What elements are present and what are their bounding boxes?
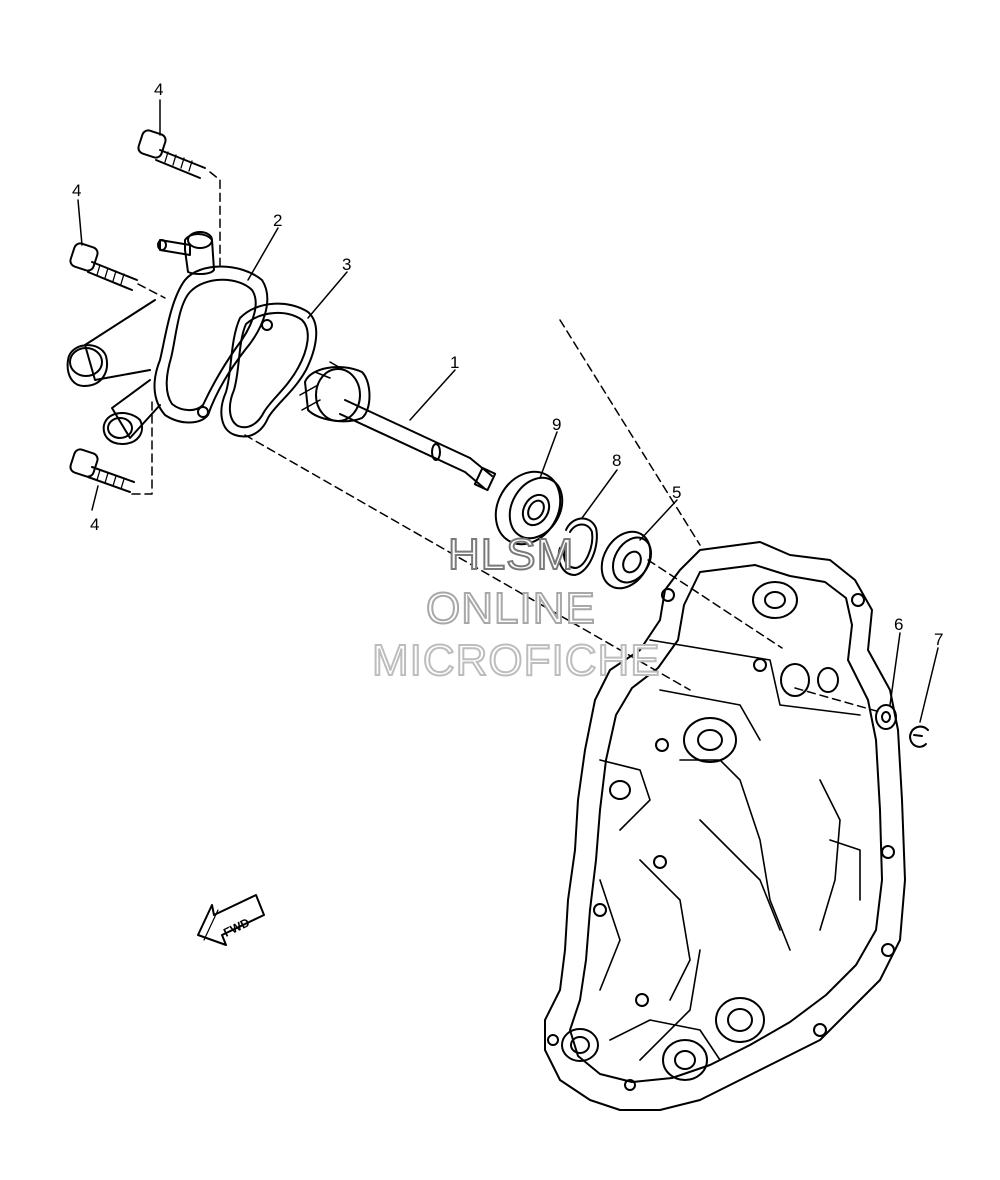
impeller-shaft: [299, 361, 497, 492]
callout-labels: 4 4 4 2 3 1 9 8 5 6 7: [72, 80, 943, 649]
bolt-middle: [69, 242, 138, 291]
callout-e-clip: 7: [934, 630, 943, 649]
callout-circlip: 8: [612, 451, 621, 470]
bolt-top: [137, 129, 206, 179]
callout-pump-cover: 2: [273, 211, 282, 230]
watermark-line-2: ONLINE: [425, 583, 596, 634]
e-clip-7: [909, 725, 929, 748]
callout-washer: 6: [894, 615, 903, 634]
bearing-9: [494, 470, 564, 546]
callout-bolt-top: 4: [154, 80, 163, 99]
gasket: [197, 302, 318, 438]
callout-bearing: 9: [552, 415, 561, 434]
assembly-dash-lines: [131, 171, 881, 713]
callout-gasket: 3: [342, 255, 351, 274]
leader-lines: [77, 99, 939, 723]
circlip-8: [557, 517, 598, 576]
watermark-line-1: HLSM: [447, 529, 575, 580]
fwd-arrow-icon: [197, 894, 265, 946]
pump-cover: [66, 231, 269, 445]
fwd-label: FWD: [221, 915, 252, 940]
callout-bolt-middle: 4: [72, 181, 81, 200]
callout-oil-seal: 5: [672, 483, 681, 502]
watermark-line-3: MICROFICHE: [371, 635, 661, 686]
callout-impeller-shaft: 1: [450, 353, 459, 372]
bolt-bottom: [69, 448, 135, 493]
crankcase: [544, 541, 906, 1111]
oil-seal-5: [600, 530, 652, 590]
callout-bolt-bottom: 4: [90, 515, 99, 534]
